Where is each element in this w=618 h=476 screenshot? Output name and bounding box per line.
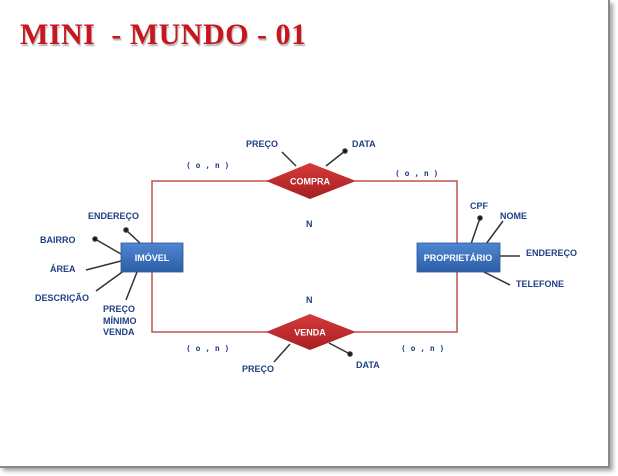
relationship-compra[interactable]: COMPRA — [266, 163, 356, 199]
attr-dot-venda-data — [347, 351, 353, 357]
proprietario-attr-cpf: CPF — [470, 201, 489, 211]
imovel-attr-area: ÁREA — [50, 264, 76, 274]
attr-dot-imovel-endereco — [123, 227, 129, 233]
attr-line-imovel-endereco — [125, 229, 142, 245]
entity-proprietario[interactable]: PROPRIETÁRIO — [416, 242, 501, 273]
attr-line-venda-data — [328, 342, 351, 355]
imovel-box[interactable] — [120, 242, 184, 273]
attr-line-proprietario-telefone — [479, 269, 511, 286]
venda-attr-preco: PREÇO — [242, 364, 274, 374]
imovel-attr-venda: VENDA — [103, 327, 135, 337]
attr-dot-proprietario-cpf — [477, 215, 483, 221]
imovel-attr-endereco: ENDEREÇO — [88, 211, 139, 221]
attr-line-imovel-area — [85, 260, 122, 271]
compra-attr-preco: PREÇO — [246, 139, 278, 149]
attr-dot-compra-data — [342, 148, 348, 154]
connector-imovel-venda — [151, 272, 268, 333]
page-title: MINI - MUNDO - 01 — [20, 18, 307, 51]
slide-frame — [0, 0, 610, 468]
relationship-connectors — [151, 180, 458, 333]
compra-label: COMPRA — [290, 177, 330, 187]
attr-line-venda-preco — [273, 343, 291, 363]
cardinality-bottom-n: N — [306, 295, 313, 305]
compra-attr-data: DATA — [352, 139, 376, 149]
attr-line-imovel-descricao — [95, 269, 126, 292]
connector-venda-proprietario — [354, 272, 458, 333]
venda-diamond[interactable] — [266, 314, 356, 350]
cardinality-venda-right: ( o , n ) — [401, 344, 444, 353]
connector-imovel-compra — [151, 180, 268, 243]
attr-line-compra-data — [325, 150, 346, 167]
compra-diamond[interactable] — [266, 163, 356, 199]
proprietario-box[interactable] — [416, 242, 501, 273]
proprietario-attr-endereco: ENDEREÇO — [526, 248, 577, 258]
proprietario-attr-telefone: TELEFONE — [516, 279, 564, 289]
venda-label: VENDA — [294, 328, 326, 338]
venda-attr-data: DATA — [356, 360, 380, 370]
imovel-attr-descricao: DESCRIÇÃO — [35, 293, 89, 303]
proprietario-label: PROPRIETÁRIO — [424, 253, 493, 263]
attr-line-imovel-bairro — [94, 238, 122, 255]
entity-imovel[interactable]: IMÓVEL — [120, 242, 184, 273]
attr-line-compra-preco — [281, 151, 297, 167]
imovel-attr-bairro: BAIRRO — [40, 235, 76, 245]
cardinality-top-n: N — [306, 219, 313, 229]
attr-line-proprietario-nome — [485, 220, 504, 245]
imovel-attr-preco: PREÇO — [103, 304, 135, 314]
attr-dot-imovel-bairro — [92, 236, 98, 242]
cardinality-venda-left: ( o , n ) — [186, 344, 229, 353]
imovel-attr-minimo: MÍNIMO — [103, 316, 137, 326]
cardinality-compra-left: ( o , n ) — [186, 161, 229, 170]
imovel-label: IMÓVEL — [135, 252, 170, 263]
cardinality-compra-right: ( o , n ) — [395, 169, 438, 178]
relationship-venda[interactable]: VENDA — [266, 314, 356, 350]
connector-compra-proprietario — [354, 180, 458, 243]
proprietario-attr-nome: NOME — [500, 211, 527, 221]
attr-line-imovel-preco — [125, 271, 138, 301]
attr-line-proprietario-cpf — [470, 217, 481, 245]
